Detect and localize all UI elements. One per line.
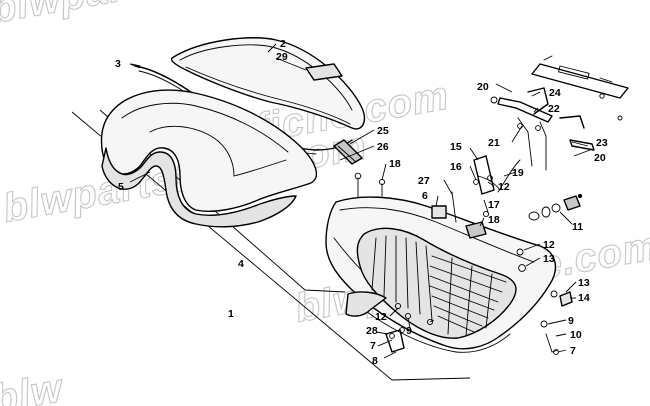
watermark-top-left: blwparts: [0, 0, 166, 32]
leader-lines: [129, 43, 591, 359]
callout-23: 23: [596, 137, 608, 149]
callout-13: 13: [543, 253, 555, 265]
callout-21: 21: [488, 137, 500, 149]
box-decal: [431, 205, 447, 219]
bottom-bracket: [345, 291, 405, 353]
callout-11: 11: [572, 221, 583, 233]
callout-29: 29: [276, 51, 288, 63]
callout-15: 15: [450, 141, 462, 153]
callout-17: 17: [488, 199, 500, 211]
callout-26: 26: [377, 141, 389, 153]
callout-25: 25: [377, 125, 389, 137]
lid-cover: [170, 37, 366, 130]
callout-16: 16: [450, 161, 462, 173]
latch: [465, 210, 490, 239]
callout-14: 14: [578, 292, 590, 304]
callout-13: 13: [578, 277, 590, 289]
upper-shell: [100, 89, 318, 228]
bolt-26: [378, 178, 386, 197]
callout-4: 4: [238, 258, 244, 270]
callout-5: 5: [118, 181, 124, 193]
callout-24: 24: [549, 87, 561, 99]
callout-18: 18: [488, 214, 500, 226]
lock-assembly: [528, 193, 583, 221]
callout-12: 12: [543, 239, 555, 251]
bolt-18-upper: [354, 172, 362, 201]
callout-7: 7: [370, 340, 376, 352]
callout-22: 22: [548, 103, 560, 115]
callout-28: 28: [366, 325, 378, 337]
pin-27: [451, 191, 457, 223]
callout-3: 3: [115, 58, 121, 70]
watermark-bottom-left: blw: [0, 366, 68, 406]
callout-19: 19: [512, 167, 524, 179]
callouts: 2 29 3 5 25 26 18 20 24 22 21 23 20 15 1…: [115, 38, 608, 367]
callout-12: 12: [375, 311, 387, 323]
guide-line-1-base: [391, 377, 471, 381]
storage-box: [325, 196, 557, 353]
callout-27: 27: [418, 175, 430, 187]
callout-10: 10: [570, 329, 582, 341]
callout-9: 9: [568, 315, 574, 327]
decal-label: [305, 63, 343, 81]
hardware-right: [516, 248, 573, 355]
mounting-rack: [490, 55, 629, 171]
callout-20: 20: [477, 81, 489, 93]
callout-18: 18: [389, 158, 401, 170]
callout-7: 7: [570, 345, 576, 357]
callout-8: 8: [372, 355, 378, 367]
callout-6: 6: [422, 190, 428, 202]
callout-1: 1: [228, 308, 234, 320]
callout-9: 9: [406, 325, 412, 337]
callout-2: 2: [280, 38, 286, 50]
callout-12: 12: [498, 181, 510, 193]
callout-20: 20: [594, 152, 606, 164]
guide-line-4-base: [304, 289, 346, 293]
